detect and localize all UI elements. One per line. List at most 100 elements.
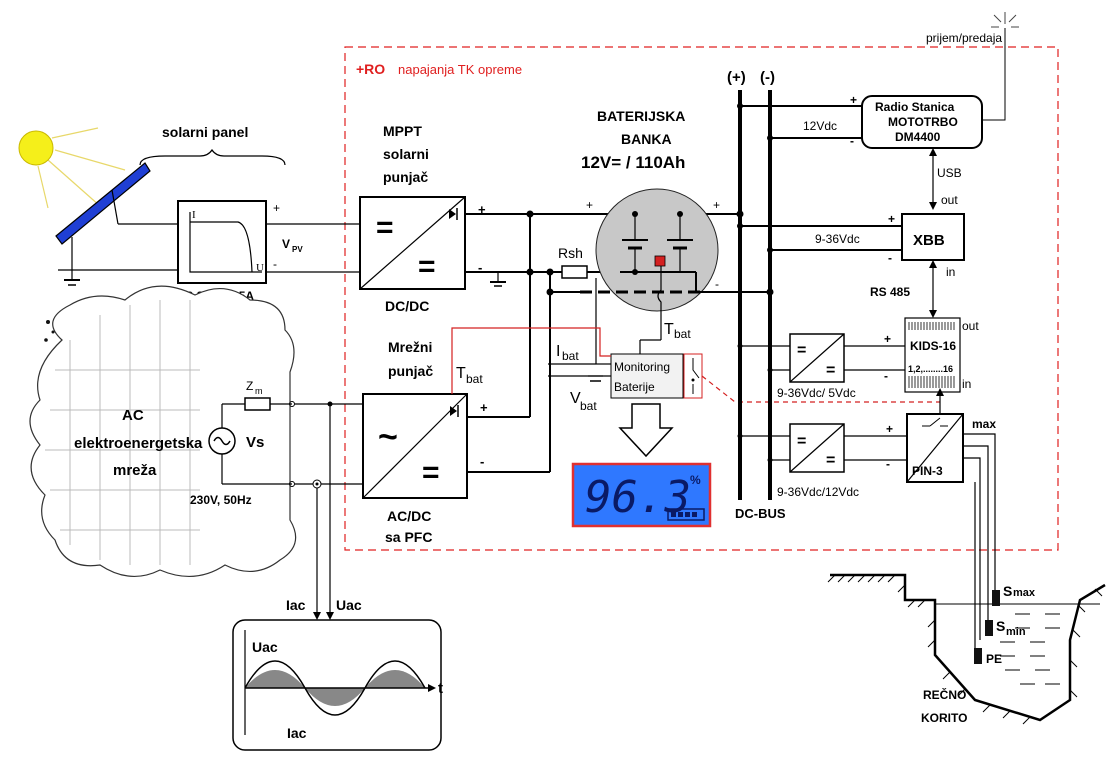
- kids16-out-label: out: [962, 319, 979, 333]
- tbat-label-bank: T: [664, 321, 674, 338]
- ac-grid-cloud: [29, 285, 297, 578]
- svg-text:=: =: [797, 342, 806, 359]
- vpv-label: V: [282, 237, 290, 251]
- xbb-label: XBB: [913, 232, 945, 249]
- smin-sub: min: [1006, 626, 1026, 638]
- smin-label: S: [996, 618, 1005, 634]
- lcd-unit: %: [690, 473, 701, 487]
- uac-label: Uac: [336, 597, 362, 613]
- mppt-label-2: solarni: [383, 146, 429, 162]
- grid-lines: [45, 300, 200, 565]
- acdc-minus: -: [480, 454, 484, 469]
- sun-icon: [18, 127, 126, 209]
- pin3-minus: -: [886, 457, 890, 471]
- wave-t-label: t: [438, 680, 443, 697]
- xbb-in-label: in: [946, 265, 955, 279]
- radio-plus: +: [850, 93, 857, 107]
- antenna-icon: [991, 12, 1019, 28]
- down-arrow-icon: [618, 403, 674, 458]
- radio-label-3: DM4400: [895, 130, 941, 144]
- pe-label: PE: [986, 652, 1002, 666]
- monitoring-label-2: Baterije: [614, 380, 655, 394]
- monitoring-box: [610, 353, 684, 399]
- kids16-box: [904, 317, 961, 393]
- bank-label-2: BANKA: [621, 131, 672, 147]
- radio-supply-label: 12Vdc: [803, 119, 837, 133]
- svg-text:=: =: [418, 250, 436, 283]
- grid-charger-label-1: Mrežni: [388, 339, 432, 355]
- ibat-label: I: [556, 343, 560, 360]
- mppt-minus: -: [478, 260, 482, 275]
- xbb-box: [901, 213, 965, 261]
- max-label: max: [972, 417, 996, 431]
- converter-12v-label: 9-36Vdc/12Vdc: [777, 485, 859, 499]
- svg-text:=: =: [376, 211, 394, 244]
- kids-plus: +: [884, 332, 891, 346]
- iv-minus: -: [273, 257, 277, 271]
- xbb-minus: -: [888, 251, 892, 265]
- zm-impedance: [244, 397, 271, 411]
- wave-iac-label: Iac: [287, 725, 307, 741]
- xbb-out-label: out: [941, 193, 958, 207]
- mains-rating-label: 230V, 50Hz: [190, 493, 252, 507]
- mppt-label-1: MPPT: [383, 123, 422, 139]
- smax-label: S: [1003, 583, 1012, 599]
- sensor-smin: [985, 620, 993, 636]
- vpv-sub-label: PV: [292, 245, 303, 254]
- radio-label-2: MOTOTRBO: [888, 115, 958, 129]
- rsh-label: Rsh: [558, 245, 583, 261]
- iv-axis-i: I: [192, 209, 196, 221]
- ac-label-3: mreža: [113, 462, 157, 479]
- vbat-label: V: [570, 390, 581, 407]
- rsh-resistor: [561, 265, 588, 279]
- dc-bus-label: DC-BUS: [735, 506, 786, 521]
- kids16-input-ticks: [908, 322, 955, 388]
- radio-label-1: Radio Stanica: [875, 100, 955, 114]
- radio-minus: -: [850, 134, 854, 148]
- pin3-plus: +: [886, 422, 893, 436]
- kids16-in-label: in: [962, 377, 971, 391]
- mppt-dcdc-label: DC/DC: [385, 298, 429, 314]
- svg-text:=: =: [797, 433, 806, 450]
- svg-text:~: ~: [378, 418, 398, 456]
- svg-text:=: =: [826, 452, 835, 469]
- acdc-label-1: AC/DC: [387, 508, 431, 524]
- xbb-plus: +: [888, 212, 895, 226]
- monitoring-label-1: Monitoring: [614, 360, 670, 374]
- acdc-label-2: sa PFC: [385, 529, 432, 545]
- water-lines: [1000, 613, 1060, 685]
- ac-label-2: elektroenergetska: [74, 435, 203, 452]
- acdc-plus: +: [480, 400, 488, 415]
- svg-text:=: =: [826, 362, 835, 379]
- zm-sub: m: [255, 386, 263, 396]
- kids-minus: -: [884, 369, 888, 383]
- solar-panel-icon: [55, 162, 180, 286]
- xbb-supply-label: 9-36Vdc: [815, 232, 860, 246]
- battery-level-icon: [667, 508, 705, 521]
- river-label-1: REČNO: [923, 687, 966, 702]
- pin3-label: PIN-3: [912, 464, 943, 478]
- wave-uac-label: Uac: [252, 639, 278, 655]
- kids16-inputs-label: 1,2,........16: [908, 364, 953, 374]
- tbat-sub-charger: bat: [466, 372, 483, 386]
- waveform-box: [232, 619, 442, 751]
- iv-curve: [189, 212, 262, 273]
- smax-sub: max: [1013, 587, 1036, 599]
- bank-label-3: 12V= / 110Ah: [581, 153, 685, 172]
- river-label-2: KORITO: [921, 711, 967, 725]
- tbat-sub-bank: bat: [674, 327, 691, 341]
- tbat-label-charger: T: [456, 365, 466, 382]
- svg-text:=: =: [422, 456, 440, 489]
- iv-axis-u: U: [256, 262, 264, 274]
- vs-label: Vs: [246, 434, 264, 451]
- ibat-sub: bat: [562, 349, 579, 363]
- ro-prefix-label: +RO: [356, 61, 385, 77]
- sensor-smax: [992, 590, 1000, 606]
- solar-panel-brace: [139, 148, 286, 166]
- ro-boundary-frame: [344, 46, 1059, 551]
- battery-cells-icon: [622, 211, 693, 275]
- ro-text-label: napajanja TK opreme: [398, 62, 522, 77]
- mppt-plus: +: [478, 202, 486, 217]
- bank-plus-left: +: [586, 198, 593, 212]
